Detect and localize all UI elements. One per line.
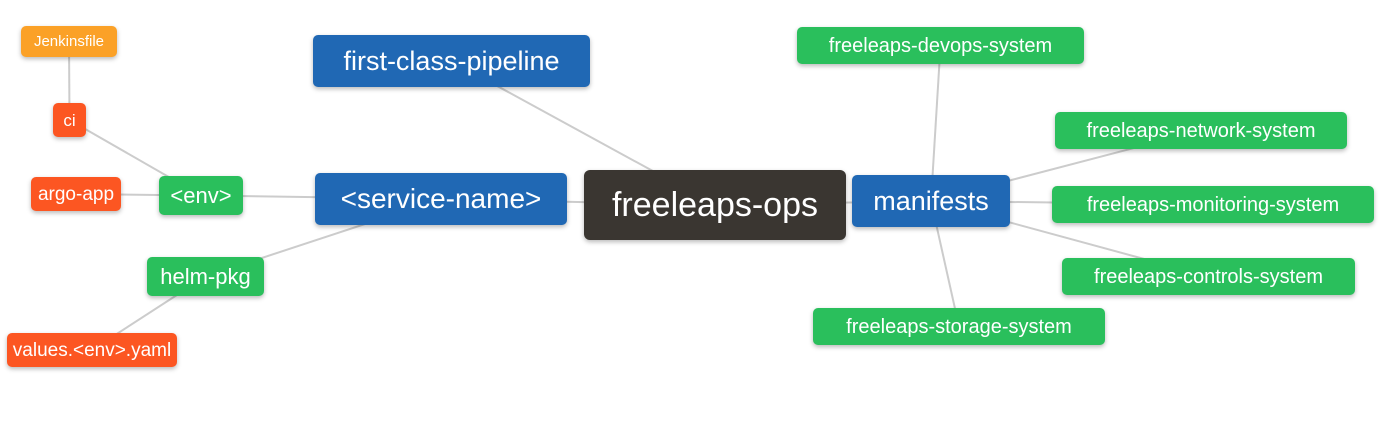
node-first-class-pipeline[interactable]: first-class-pipeline [313, 35, 590, 87]
node-ci[interactable]: ci [53, 103, 86, 137]
node-devops-system[interactable]: freeleaps-devops-system [797, 27, 1084, 64]
node-argo-app[interactable]: argo-app [31, 177, 121, 211]
node-helm-pkg[interactable]: helm-pkg [147, 257, 264, 296]
node-jenkinsfile[interactable]: Jenkinsfile [21, 26, 117, 57]
node-storage-system[interactable]: freeleaps-storage-system [813, 308, 1105, 345]
node-manifests[interactable]: manifests [852, 175, 1010, 227]
node-service-name[interactable]: <service-name> [315, 173, 567, 225]
node-values-env-yaml[interactable]: values.<env>.yaml [7, 333, 177, 367]
node-freeleaps-ops[interactable]: freeleaps-ops [584, 170, 846, 240]
node-controls-system[interactable]: freeleaps-controls-system [1062, 258, 1355, 295]
node-monitoring-system[interactable]: freeleaps-monitoring-system [1052, 186, 1374, 223]
node-env[interactable]: <env> [159, 176, 243, 215]
node-network-system[interactable]: freeleaps-network-system [1055, 112, 1347, 149]
